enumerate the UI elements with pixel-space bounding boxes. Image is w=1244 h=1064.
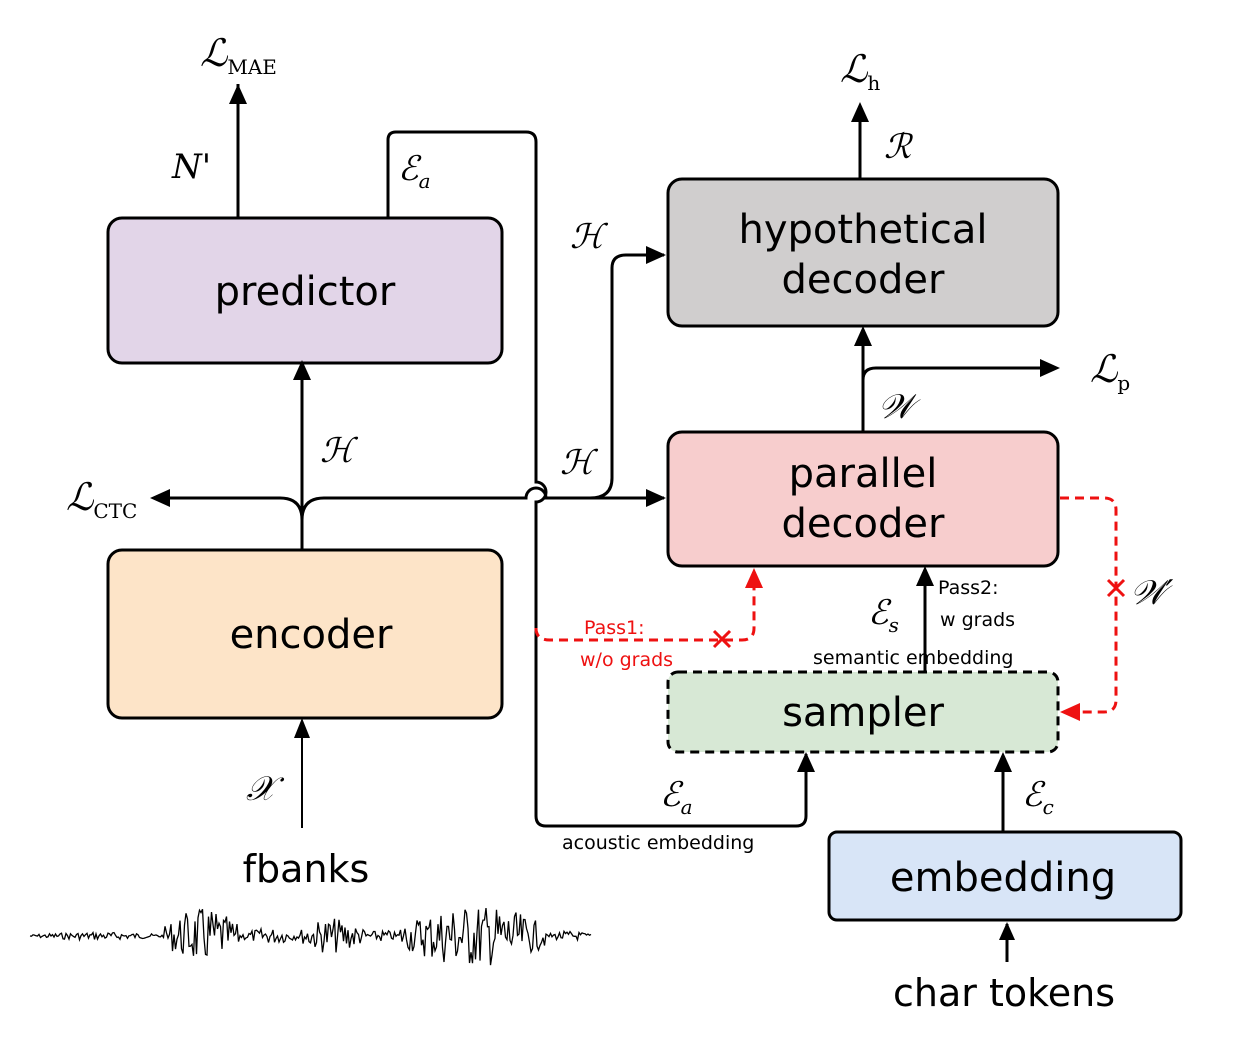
wprime-dashed-path: [1060, 496, 1118, 714]
parallel-decoder-label-line2: decoder: [782, 501, 945, 547]
arrowhead-lmae: [229, 84, 247, 104]
label-ec: ℰc: [1022, 775, 1054, 819]
arrowhead-hypothetical-bottom: [854, 326, 872, 346]
arrowhead-parallel-bottom: [916, 566, 934, 586]
hypothetical-decoder-label-line1: hypothetical: [739, 207, 988, 253]
label-ea-bottom: ℰa: [660, 775, 693, 819]
arrowhead-wprime: [1060, 703, 1080, 721]
arrow-h-to-hypothetical: [589, 253, 664, 500]
encoder-box: [106, 548, 504, 720]
hypothetical-decoder-label-line2: decoder: [782, 257, 945, 303]
parallel-decoder-label-line1: parallel: [789, 451, 938, 497]
note-pass1-line1: Pass1:: [584, 617, 645, 639]
pass1-cross-icon: [712, 629, 732, 649]
black-arrowheads: [150, 84, 1060, 940]
black-connectors: [155, 84, 1056, 962]
label-l-ctc: ℒCTC: [66, 475, 137, 523]
red-arrowheads: [745, 568, 1080, 721]
arrowhead-encoder-in: [294, 718, 310, 738]
line-ea-route: [386, 130, 808, 828]
predictor-label: predictor: [215, 269, 396, 315]
label-l-h: ℒh: [840, 47, 880, 95]
embedding-box: [827, 830, 1183, 922]
arrow-w-to-lp: [861, 366, 1056, 392]
label-l-p: ℒp: [1090, 347, 1130, 395]
predictor-block: predictor: [106, 216, 504, 365]
label-l-mae: ℒMAE: [200, 31, 277, 79]
note-acoustic-embedding: acoustic embedding: [562, 832, 754, 854]
note-pass1-line2: w/o grads: [580, 649, 673, 671]
hypothetical-decoder-block: hypothetical decoder: [666, 177, 1060, 328]
wprime-cross-icon: [1106, 578, 1126, 598]
line-fork-right: [300, 486, 664, 521]
label-n-prime: N': [171, 147, 211, 187]
audio-waveform: [29, 908, 592, 966]
note-pass2-line2: w grads: [940, 609, 1015, 631]
input-char-tokens: char tokens: [893, 971, 1115, 1015]
arrowhead-lctc: [150, 489, 170, 507]
label-ea-top: ℰa: [398, 149, 431, 193]
arrowhead-lp: [1040, 359, 1060, 377]
embedding-block: embedding: [827, 830, 1183, 922]
arrowhead-lh: [851, 102, 869, 122]
sampler-box: [666, 670, 1060, 754]
label-h-encoder: ℋ: [320, 431, 359, 471]
arrowhead-predictor: [293, 360, 311, 380]
sampler-label: sampler: [782, 690, 944, 736]
note-semantic-embedding: semantic embedding: [813, 647, 1013, 669]
red-dashed-connectors: [534, 496, 1118, 714]
sampler-block: sampler: [666, 670, 1060, 754]
predictor-box: [106, 216, 504, 365]
arrowhead-sampler-ea: [797, 752, 815, 772]
arrowhead-parallel-in: [646, 489, 666, 507]
label-h-mid: ℋ: [560, 443, 599, 483]
pass1-dashed-path: [534, 578, 756, 642]
arrowhead-sampler-ec: [994, 752, 1012, 772]
arrowhead-hypothetical-in: [646, 246, 666, 264]
encoder-label: encoder: [230, 612, 393, 658]
encoder-block: encoder: [106, 548, 504, 720]
parallel-decoder-block: parallel decoder: [666, 430, 1060, 568]
label-x: 𝒳: [246, 769, 285, 809]
note-pass2-line1: Pass2:: [938, 577, 999, 599]
red-cross-marks: [712, 578, 1126, 649]
label-es: ℰs: [868, 593, 899, 637]
label-r: ℛ: [884, 127, 914, 167]
arrowhead-pass1: [745, 568, 763, 588]
label-h-top: ℋ: [570, 217, 609, 257]
embedding-label: embedding: [890, 855, 1116, 901]
label-w-prime: 𝒲′: [1130, 573, 1174, 613]
line-fork-left: [155, 496, 304, 521]
label-w: 𝒲: [878, 387, 921, 427]
arrowhead-embedding: [999, 922, 1015, 940]
input-fbanks: fbanks: [243, 847, 370, 891]
